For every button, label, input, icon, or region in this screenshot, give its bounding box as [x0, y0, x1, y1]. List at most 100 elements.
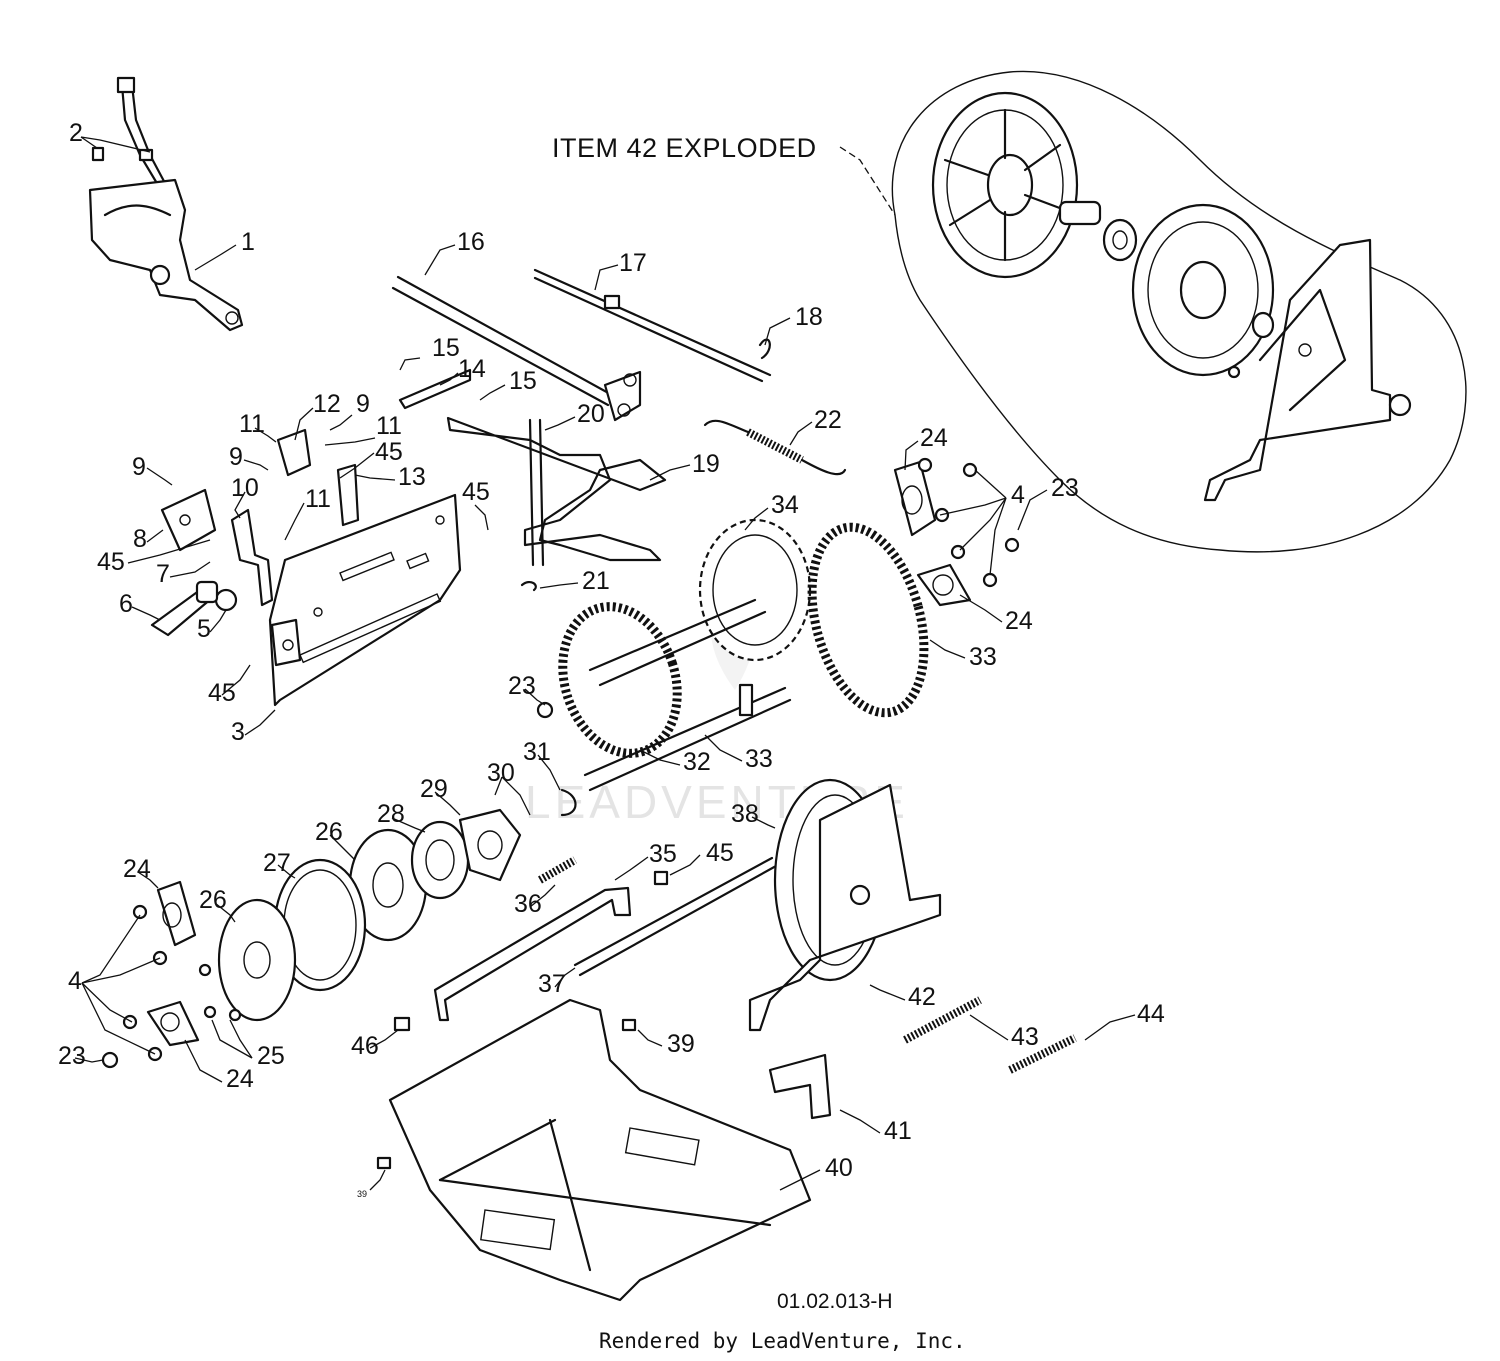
part-31-ring	[560, 788, 577, 817]
part-28-hub	[410, 820, 470, 900]
part-label-l10: 10	[231, 474, 259, 502]
part-label-l5: 5	[197, 615, 211, 643]
part-label-l36: 36	[514, 890, 542, 918]
part-44-spring	[1008, 1034, 1077, 1074]
item-42-exploded-outline	[891, 70, 1467, 553]
part-36-spring	[538, 856, 577, 884]
part-label-l37: 37	[538, 970, 566, 998]
part-label-l11c: 11	[305, 485, 331, 513]
part-label-l19: 19	[692, 450, 720, 478]
part-label-l45e: 45	[706, 839, 734, 867]
exploded-pulley-front	[931, 91, 1079, 279]
part-16-rod	[391, 275, 642, 422]
part-label-l21: 21	[582, 567, 610, 595]
part-26-disc-left	[217, 898, 297, 1022]
part-label-l44: 44	[1137, 1000, 1165, 1028]
part-3-mounting-plate	[268, 493, 462, 707]
part-41-bracket	[768, 1053, 832, 1120]
part-label-l45b: 45	[462, 478, 490, 506]
part-label-l6: 6	[119, 590, 133, 618]
part-33-chain-right	[807, 522, 929, 718]
part-39-screw	[621, 1018, 637, 1032]
part-40-cover	[388, 998, 812, 1302]
part-24-bearing-upper	[893, 460, 937, 537]
part-18-clip	[758, 338, 771, 360]
part-39-screw-lower	[376, 1156, 392, 1170]
part-label-l28: 28	[377, 800, 405, 828]
part-label-l22: 22	[814, 406, 842, 434]
part-label-l24a: 24	[920, 424, 948, 452]
part-45-bolt	[653, 870, 669, 886]
part-label-l11a: 11	[239, 410, 265, 438]
part-label-l29: 29	[420, 775, 448, 803]
part-label-l33a: 33	[969, 643, 997, 671]
part-label-l31: 31	[523, 738, 551, 766]
part-label-l38: 38	[731, 800, 759, 828]
part-22-spring	[746, 428, 804, 464]
part-label-l2: 2	[69, 119, 83, 147]
part-label-l41: 41	[884, 1117, 912, 1145]
part-label-l24b: 24	[1005, 607, 1033, 635]
part-21-clip	[520, 581, 537, 592]
part-label-l32: 32	[683, 748, 711, 776]
part-42-wheel-assembly	[748, 778, 942, 1032]
part-label-l9c: 9	[356, 390, 370, 418]
part-14-link	[398, 368, 472, 410]
part-label-l16: 16	[457, 228, 485, 256]
part-5-bushing	[214, 588, 238, 612]
part-label-l45d: 45	[208, 679, 236, 707]
credit-line: Rendered by LeadVenture, Inc.	[599, 1329, 966, 1353]
part-label-l35: 35	[649, 840, 677, 868]
part-label-l27: 27	[263, 849, 291, 877]
part-34-sprocket	[698, 518, 812, 662]
part-label-l30: 30	[487, 759, 515, 787]
part-label-l34: 34	[771, 491, 799, 519]
part-label-l4b: 4	[68, 967, 82, 995]
part-label-l15a: 15	[432, 334, 460, 362]
part-10-bracket	[230, 508, 274, 607]
part-label-l11b: 11	[376, 412, 402, 440]
part-24-bearing-left-lower	[146, 1000, 200, 1047]
part-label-l9a: 9	[132, 453, 146, 481]
part-label-l9b: 9	[229, 443, 243, 471]
part-label-l14: 14	[458, 355, 486, 383]
part-32-shaft	[583, 598, 792, 792]
drawing-code: 01.02.013-H	[777, 1290, 893, 1313]
part-24-bearing-left-upper	[156, 880, 197, 947]
part-label-l26b: 26	[199, 886, 227, 914]
part-7-pin	[195, 580, 219, 604]
part-35-bar	[433, 886, 632, 1022]
part-12-plate	[276, 428, 312, 477]
hardware-nuts-right	[536, 457, 1020, 719]
part-label-l20: 20	[577, 400, 605, 428]
part-24-bearing-lower	[916, 563, 972, 607]
part-label-l45a: 45	[375, 438, 403, 466]
leader-lines	[74, 136, 1136, 1191]
part-label-l43: 43	[1011, 1023, 1039, 1051]
part-46-bolt	[393, 1016, 411, 1032]
part-13-bracket	[336, 463, 360, 527]
exploded-bracket	[1203, 238, 1412, 502]
part-label-l26a: 26	[315, 818, 343, 846]
part-label-l7: 7	[156, 560, 170, 588]
part-label-l45c: 45	[97, 548, 125, 576]
part-label-l17: 17	[619, 249, 647, 277]
part-label-l24c: 24	[123, 855, 151, 883]
part-label-l8: 8	[133, 525, 147, 553]
part-label-l23b: 23	[508, 672, 536, 700]
part-label-l3: 3	[231, 718, 245, 746]
part-label-l23c: 23	[58, 1042, 86, 1070]
part-label-l42: 42	[908, 983, 936, 1011]
part-8-plate	[160, 488, 217, 552]
part-label-39-small: 39	[357, 1189, 367, 1199]
part-label-l13: 13	[398, 463, 426, 491]
part-1-shift-lever	[88, 76, 244, 332]
exploded-hub-shaft	[1058, 200, 1138, 262]
part-label-l15b: 15	[509, 367, 537, 395]
part-label-l40: 40	[825, 1154, 853, 1182]
part-33-chain-left	[558, 602, 682, 758]
part-29-housing	[458, 808, 522, 882]
part-label-l18: 18	[795, 303, 823, 331]
